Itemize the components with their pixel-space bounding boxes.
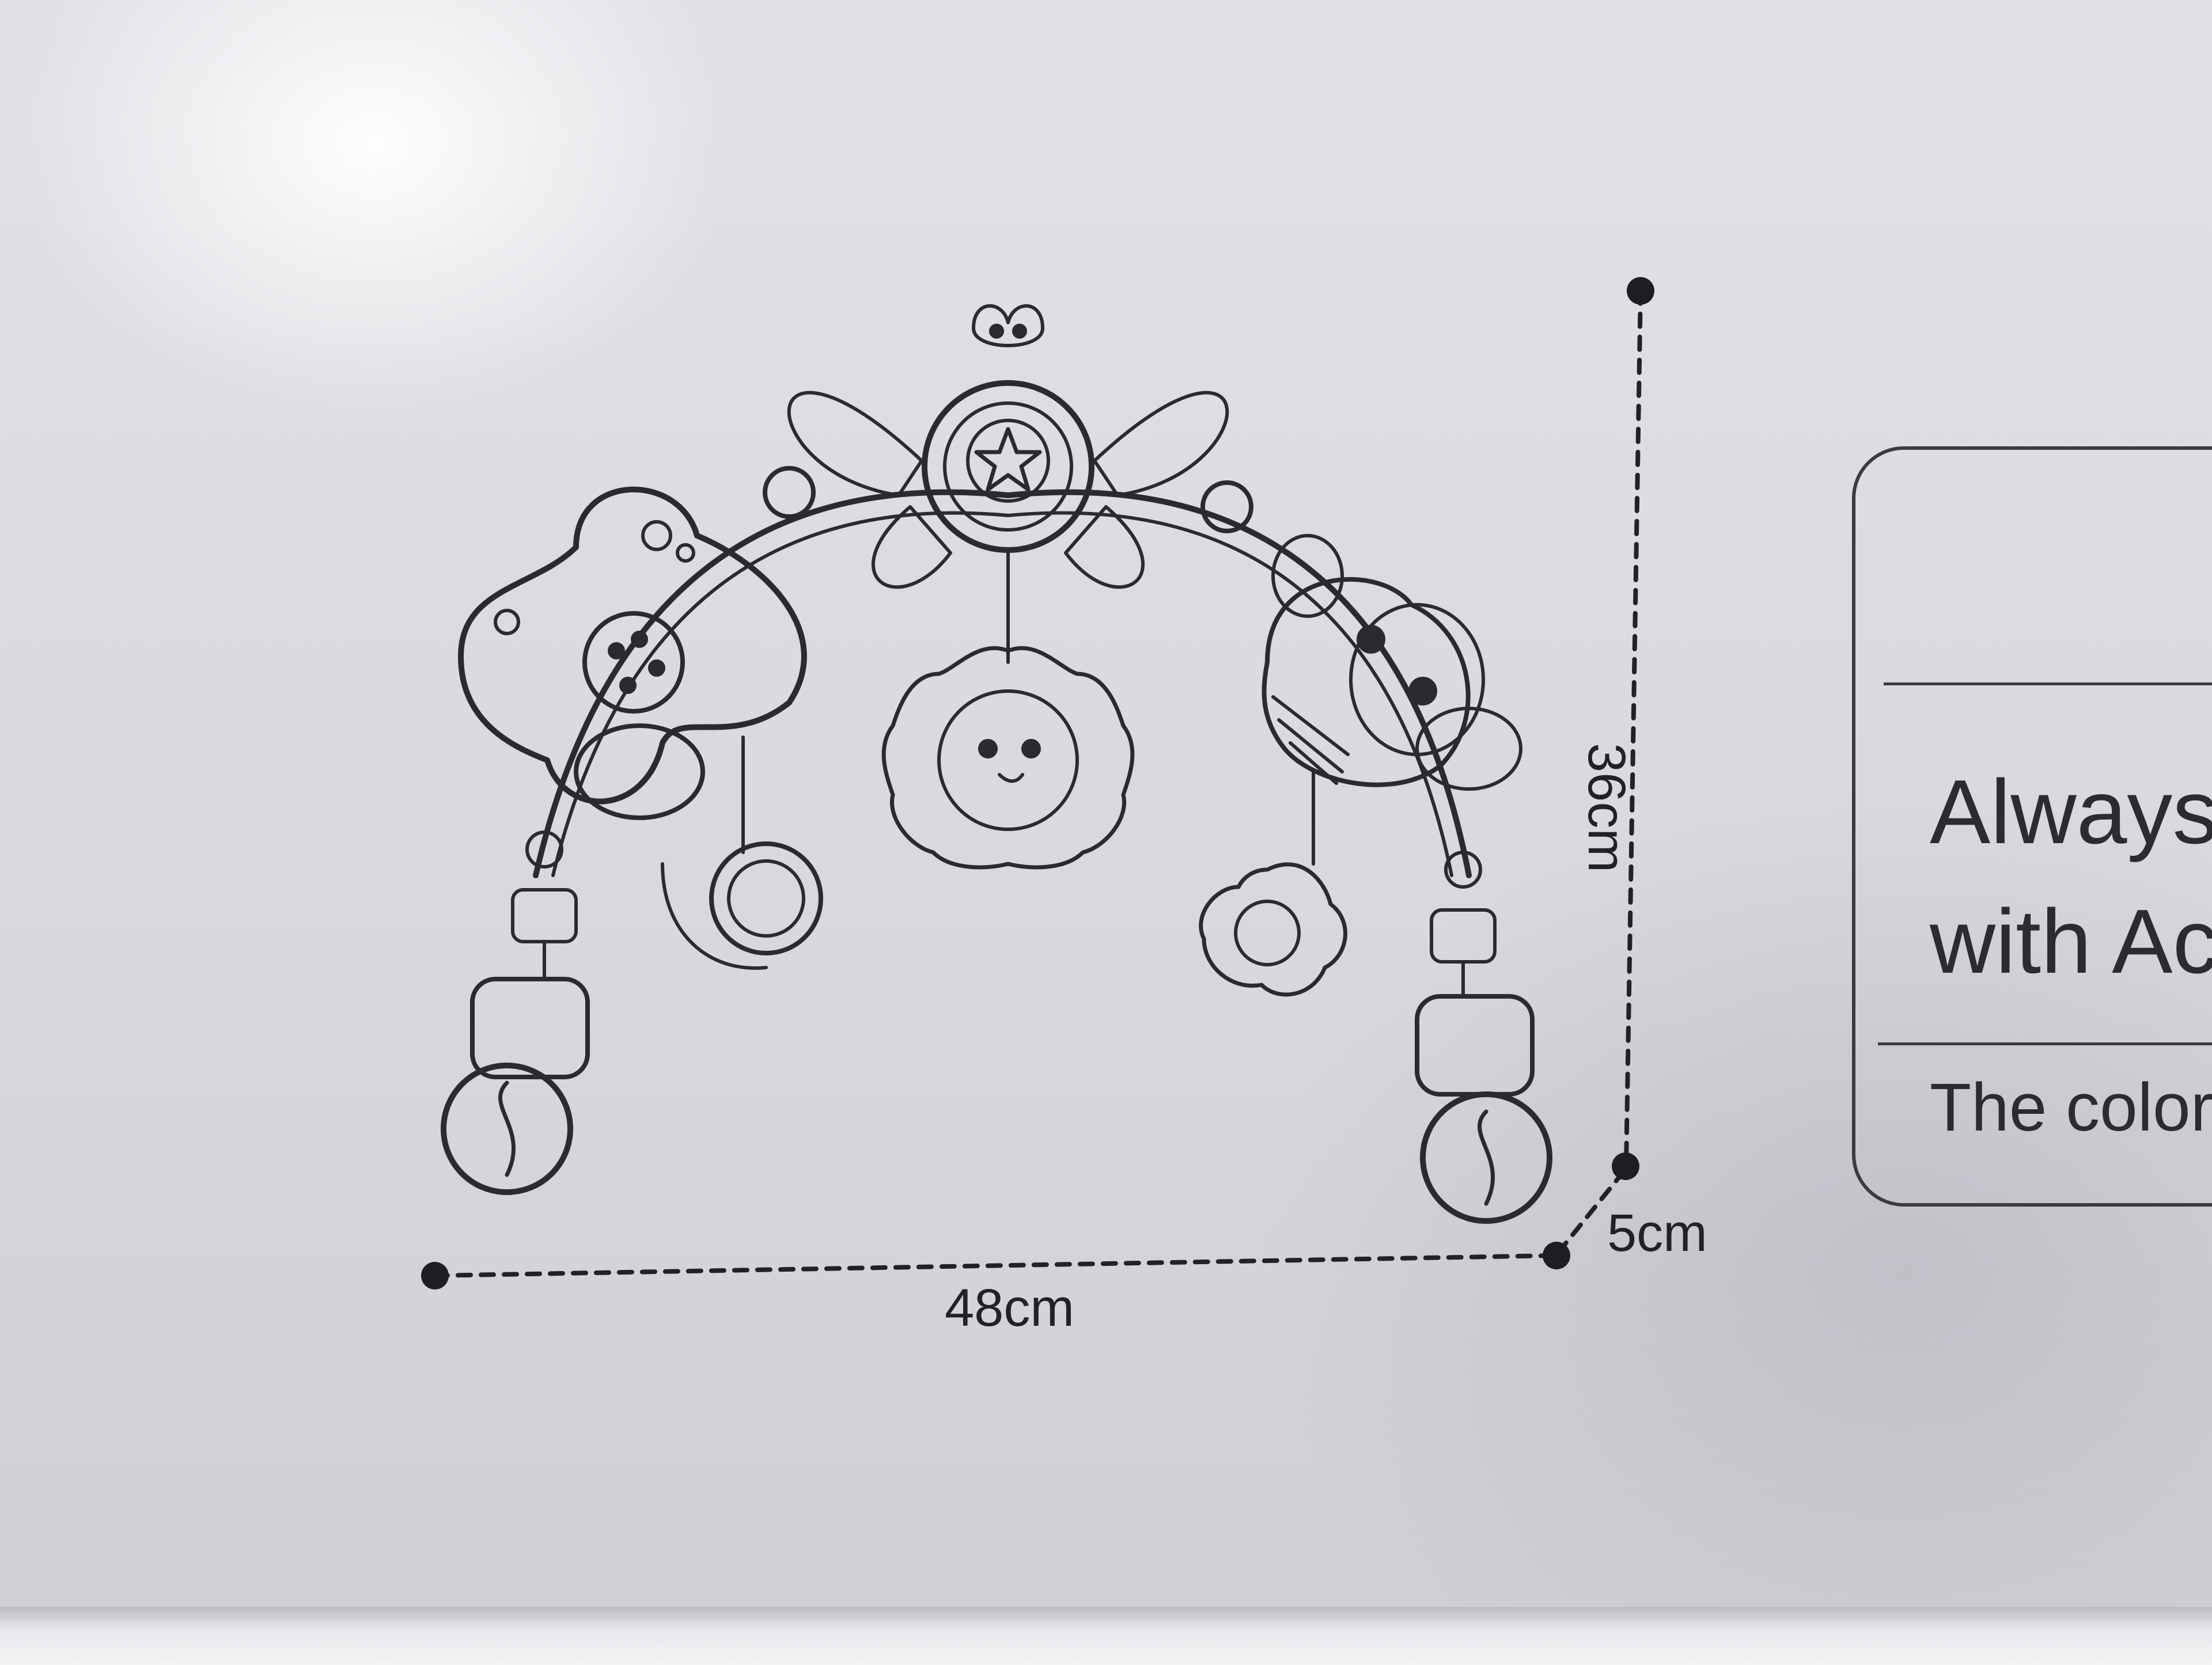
height-dimension-label: 36cm xyxy=(1577,743,1636,873)
sun-rattle xyxy=(881,646,1135,870)
bee-rattle xyxy=(1262,534,1522,866)
depth-dimension-label: 5cm xyxy=(1607,1204,1707,1262)
arch-connectors xyxy=(763,466,1253,533)
warning-box-bottom-rule xyxy=(1878,1042,2212,1045)
width-dimension-label: 48cm xyxy=(945,1279,1074,1337)
warning-line-1: Always xyxy=(1930,761,2212,863)
color-note-line: The color xyxy=(1930,1069,2212,1146)
warning-box xyxy=(1852,446,2212,1207)
dimension-lines xyxy=(421,277,1654,1289)
left-beads xyxy=(441,830,590,1195)
box-bottom-edge xyxy=(0,1607,2212,1665)
flower-teether xyxy=(1199,862,1347,997)
right-beads xyxy=(1415,851,1552,1224)
snail-ring-toy xyxy=(661,841,823,970)
butterfly-toy xyxy=(787,304,1229,664)
warning-line-2: with Ac xyxy=(1930,891,2212,992)
warning-box-top-rule xyxy=(1884,682,2212,685)
flower-rattle xyxy=(458,486,807,854)
